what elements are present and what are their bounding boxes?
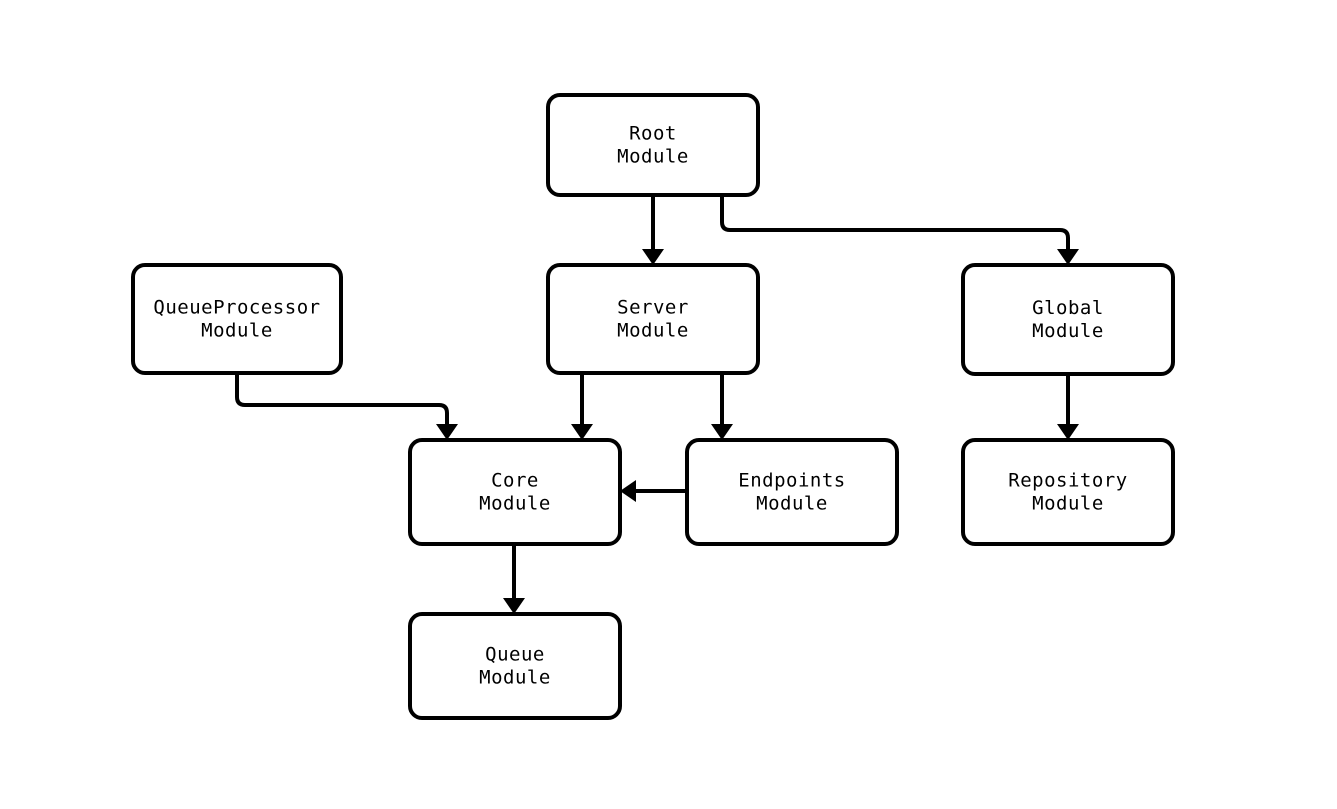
node-label-line1: QueueProcessor <box>153 297 320 319</box>
node-box[interactable] <box>408 612 622 720</box>
node-label-line1: Repository <box>1008 470 1127 492</box>
node-label-line2: Module <box>479 667 551 689</box>
arrowhead-icon <box>711 424 733 440</box>
node-box[interactable] <box>961 263 1175 376</box>
arrowhead-icon <box>642 249 664 265</box>
edge-server-to-core <box>571 373 593 440</box>
node-label-line1: Global <box>1032 297 1104 319</box>
edge-server-to-endpoints <box>711 373 733 440</box>
edge-global-to-repository <box>1057 374 1079 440</box>
edge-line <box>235 373 449 424</box>
node-label-line2: Module <box>1032 493 1104 515</box>
node-label-line1: Server <box>617 297 689 319</box>
node-box[interactable] <box>546 263 760 375</box>
node-box[interactable] <box>961 438 1175 546</box>
edge-queueprocessor-to-core <box>235 373 458 440</box>
node-box[interactable] <box>408 438 622 546</box>
node-label-line2: Module <box>201 320 273 342</box>
edge-root-to-global <box>720 195 1079 265</box>
node-label-line2: Module <box>1032 320 1104 342</box>
node-box[interactable] <box>546 93 760 197</box>
node-label-line2: Module <box>479 493 551 515</box>
nodes-layer: RootModuleQueueProcessorModuleServerModu… <box>131 93 1175 720</box>
node-label-line2: Module <box>617 320 689 342</box>
node-label-line2: Module <box>756 493 828 515</box>
arrowhead-icon <box>503 598 525 614</box>
node-label-line1: Root <box>629 123 677 145</box>
arrowhead-icon <box>620 480 636 502</box>
node-label-line1: Core <box>491 470 539 492</box>
edge-root-to-server <box>642 195 664 265</box>
node-box[interactable] <box>685 438 899 546</box>
arrowhead-icon <box>1057 249 1079 265</box>
edge-endpoints-to-core <box>620 480 687 502</box>
node-box[interactable] <box>131 263 343 375</box>
arrowhead-icon <box>571 424 593 440</box>
arrowhead-icon <box>436 424 458 440</box>
arrowhead-icon <box>1057 424 1079 440</box>
edge-line <box>720 195 1070 249</box>
edge-core-to-queue <box>503 544 525 614</box>
node-label-line1: Queue <box>485 644 545 666</box>
edges-layer <box>235 195 1079 614</box>
node-label-line2: Module <box>617 146 689 168</box>
node-label-line1: Endpoints <box>738 470 845 492</box>
